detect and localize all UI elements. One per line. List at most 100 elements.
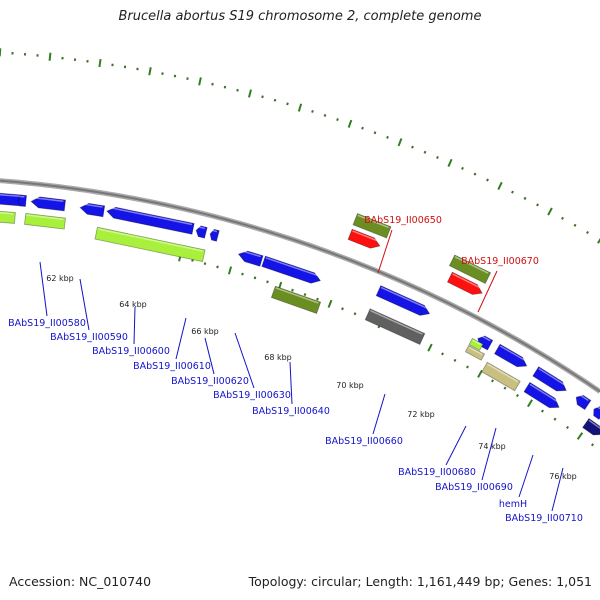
gene-label: BAbS19_II00690 [435, 482, 513, 493]
outer-scale-tick [573, 223, 577, 227]
inner-scale-tick [241, 272, 244, 276]
gene-block [448, 254, 492, 285]
outer-scale-tick [361, 126, 364, 130]
outer-scale-tick [248, 89, 252, 98]
gene-block [30, 196, 66, 212]
leader-line [551, 467, 564, 512]
outer-scale-tick [23, 53, 27, 56]
outer-scale-tick [473, 172, 477, 176]
inner-scale-tick [327, 299, 333, 308]
leader-line [204, 337, 215, 375]
outer-scale-tick [186, 77, 189, 81]
kbp-label: 66 kbp [191, 327, 219, 336]
outer-scale-tick [111, 63, 114, 67]
gene-block [582, 417, 600, 436]
chromosome-backbone-core [0, 179, 600, 393]
gene-block [493, 343, 528, 368]
outer-scale-tick [236, 88, 239, 92]
kbp-label: 76 kbp [549, 472, 577, 481]
gene-block [24, 212, 66, 230]
outer-scale-tick [198, 77, 202, 86]
outer-scale-tick [0, 48, 2, 57]
gene-label: BAbS19_II00590 [50, 332, 128, 343]
inner-scale-tick [553, 417, 557, 421]
gene-block [375, 285, 431, 316]
gene-block [0, 192, 22, 207]
gene-block [17, 194, 27, 207]
leader-line [175, 317, 187, 360]
outer-scale-tick [597, 235, 600, 244]
gene-block [270, 285, 322, 314]
leader-line [133, 306, 136, 345]
outer-scale-tick [148, 67, 152, 76]
outer-scale-tick [223, 85, 227, 89]
gene-block [261, 255, 322, 284]
gene-label: hemH [499, 499, 527, 510]
inner-scale-tick [191, 258, 194, 262]
inner-scale-tick [303, 293, 307, 297]
gene-label: BAbS19_II00660 [325, 436, 403, 447]
gene-block [523, 381, 560, 409]
outer-scale-tick [561, 216, 564, 220]
outer-scale-tick [73, 58, 77, 61]
kbp-label: 70 kbp [336, 381, 364, 390]
kbp-label: 64 kbp [119, 300, 147, 309]
inner-scale-tick [216, 265, 219, 269]
outer-scale-tick [336, 118, 339, 122]
gene-block [209, 228, 220, 242]
inner-scale-tick [227, 266, 233, 275]
outer-scale-tick [461, 166, 464, 170]
leader-line [481, 427, 497, 481]
outer-scale-tick [447, 158, 453, 167]
gene-block [79, 203, 106, 218]
topology-text: Topology: circular; Length: 1,161,449 bp… [248, 574, 592, 589]
outer-scale-tick [161, 72, 164, 75]
outer-scale-tick [286, 102, 289, 106]
inner-scale-tick [541, 409, 544, 413]
gene-block [532, 366, 568, 392]
gene-label: BAbS19_II00600 [92, 346, 170, 357]
kbp-label: 68 kbp [264, 353, 292, 362]
inner-scale-tick [441, 352, 444, 356]
outer-scale-tick [386, 135, 389, 139]
inner-scale-tick [590, 443, 595, 447]
outer-scale-tick [511, 190, 514, 194]
gene-block [94, 226, 206, 263]
inner-scale-tick [453, 358, 457, 362]
gene-label: BAbS19_II00670 [461, 256, 539, 267]
gene-label: BAbS19_II00610 [133, 361, 211, 372]
gene-block [481, 361, 521, 392]
gene-block [237, 249, 264, 267]
accession-text: Accession: NC_010740 [9, 574, 152, 589]
kbp-label: 74 kbp [478, 442, 506, 451]
outer-scale-tick [536, 203, 539, 207]
kbp-label: 72 kbp [407, 410, 435, 419]
gene-label: BAbS19_II00710 [505, 513, 583, 524]
inner-scale-tick [576, 432, 584, 440]
outer-scale-tick [211, 82, 214, 86]
inner-scale-tick [566, 425, 570, 430]
leader-line [372, 393, 386, 435]
outer-scale-tick [297, 103, 303, 112]
leader-line [477, 270, 498, 313]
inner-scale-tick [477, 369, 483, 378]
inner-scale-tick [503, 386, 507, 390]
gene-label: BAbS19_II00630 [213, 390, 291, 401]
leader-line [289, 361, 293, 405]
leader-line [445, 425, 467, 466]
outer-scale-tick [311, 109, 314, 113]
gene-block [593, 405, 600, 420]
outer-scale-tick [323, 113, 327, 117]
gene-block [195, 225, 208, 239]
inner-scale-tick [341, 307, 344, 311]
inner-scale-tick [291, 288, 294, 292]
outer-scale-tick [86, 59, 89, 63]
outer-scale-tick [273, 98, 277, 102]
inner-scale-tick [491, 379, 494, 383]
gene-label: BAbS19_II00640 [252, 406, 330, 417]
leader-line [518, 454, 534, 498]
leader-line [377, 229, 393, 274]
inner-scale-tick [466, 365, 469, 369]
outer-scale-tick [411, 145, 414, 149]
